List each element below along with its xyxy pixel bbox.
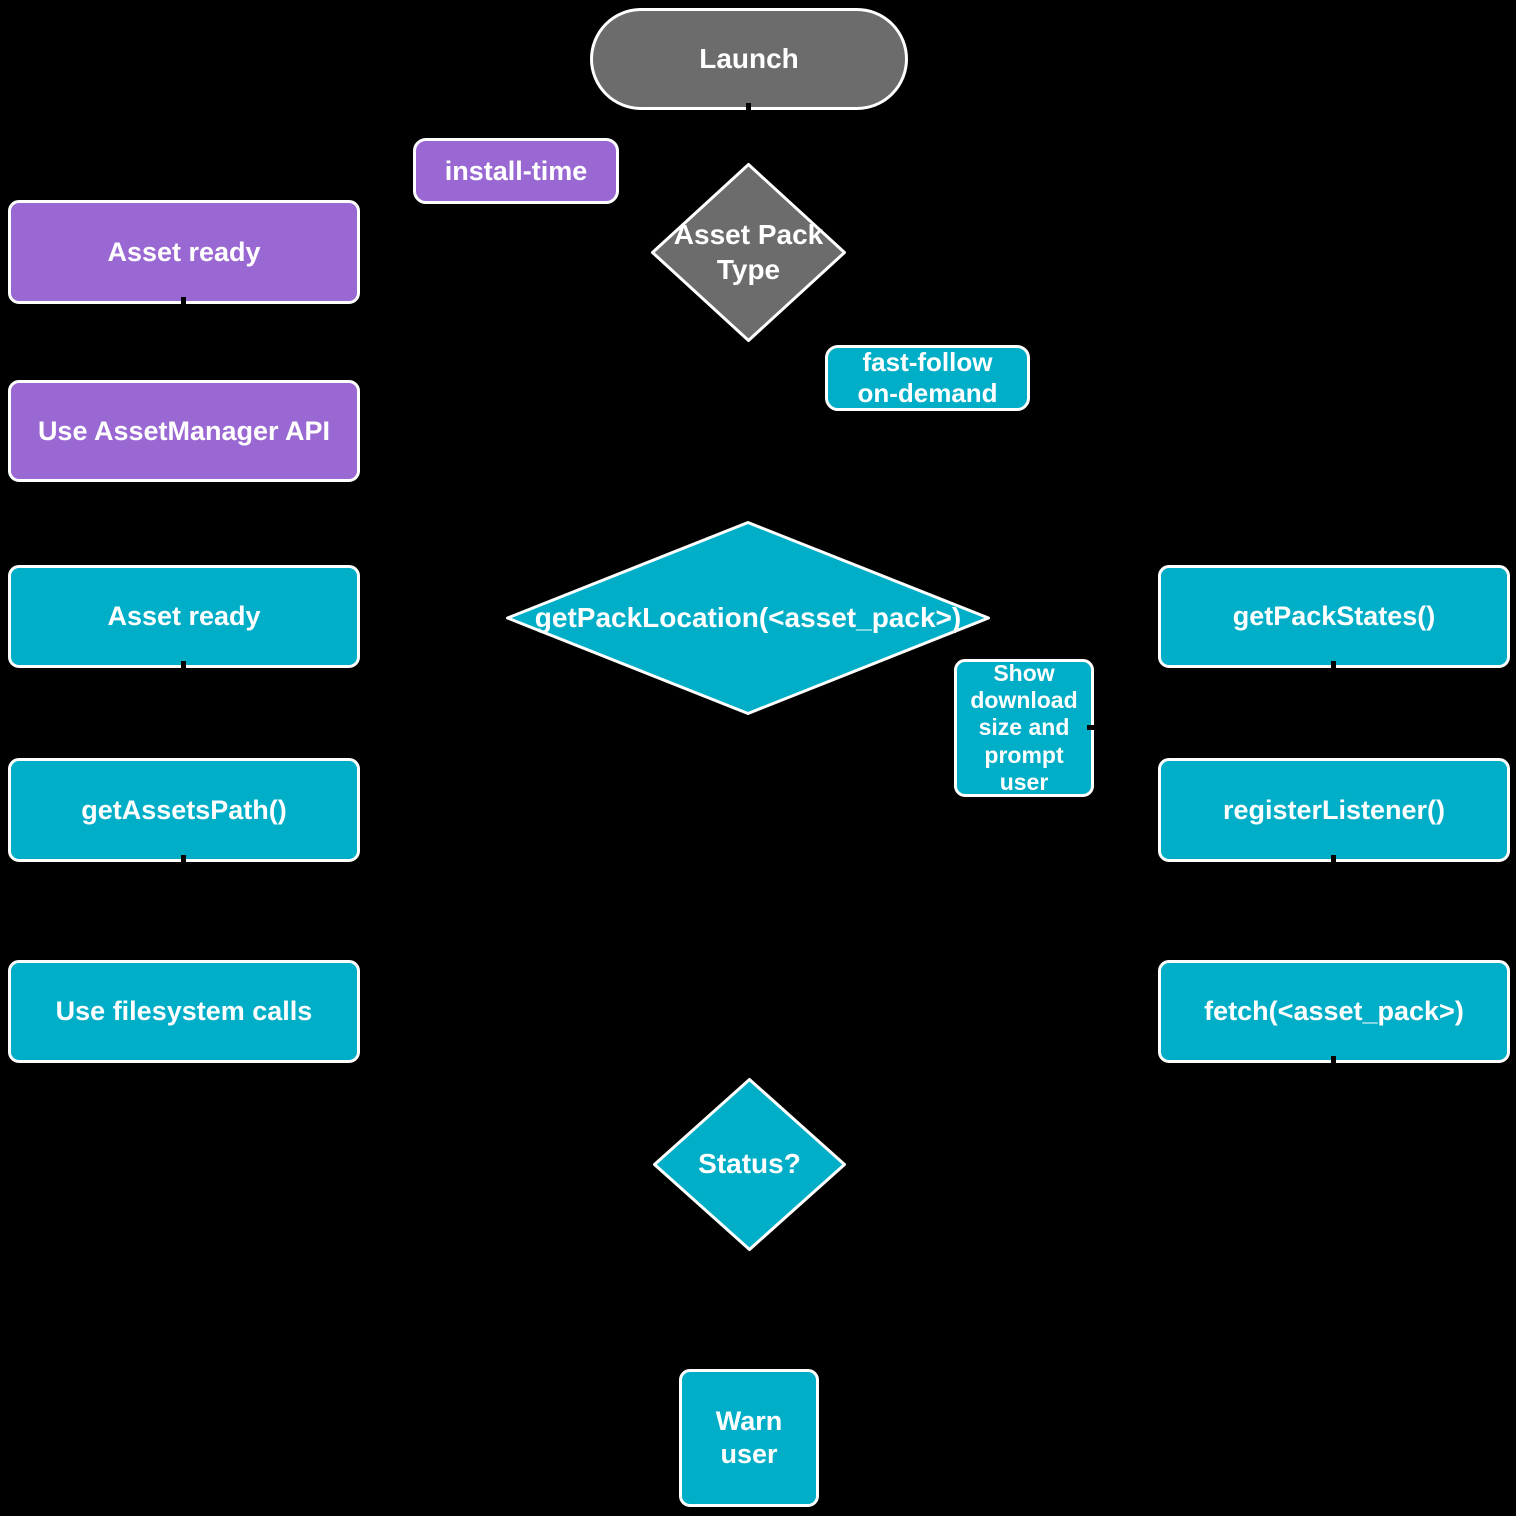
edge-label-install-time: install-time (413, 138, 619, 204)
node-use-filesystem-calls: Use filesystem calls (8, 960, 360, 1063)
connector-stub-asset-ready-purple (181, 297, 186, 311)
connector-stub-get-pack-states (1331, 661, 1336, 675)
node-asset-ready-downloaded: Asset ready (8, 565, 360, 668)
node-asset-ready-install-time-label: Asset ready (107, 236, 261, 267)
connector-stub-register-listener (1331, 855, 1336, 869)
node-fetch-asset-pack: fetch(<asset_pack>) (1158, 960, 1510, 1063)
connector-stub-asset-ready-teal (181, 661, 186, 675)
node-asset-pack-type-label-wrap: Asset Pack Type (650, 162, 847, 343)
node-warn-user-label: Warn user (715, 1406, 783, 1469)
node-get-assets-path-label: getAssetsPath() (81, 794, 287, 825)
node-get-assets-path: getAssetsPath() (8, 758, 360, 862)
node-status: Status? (652, 1077, 847, 1252)
get-pack-location-diamond-shape (506, 521, 990, 715)
node-launch: Launch (590, 8, 908, 110)
node-get-pack-states: getPackStates() (1158, 565, 1510, 668)
edge-label-fast-follow-on-demand-text: fast-follow on-demand (857, 346, 998, 408)
connector-stub-get-assets-path (181, 855, 186, 869)
node-asset-pack-type-label: Asset Pack Type (673, 219, 824, 285)
node-use-assetmanager-api: Use AssetManager API (8, 380, 360, 482)
node-status-label: Status? (698, 1148, 801, 1180)
node-register-listener-label: registerListener() (1222, 794, 1446, 825)
node-use-filesystem-calls-label: Use filesystem calls (55, 996, 313, 1027)
node-get-pack-location: getPackLocation(<asset_pack>) (505, 520, 991, 716)
connector-stub-show-download (1087, 725, 1101, 730)
node-asset-ready-downloaded-label: Asset ready (107, 601, 261, 632)
node-get-pack-states-label: getPackStates() (1232, 601, 1436, 632)
node-asset-ready-install-time: Asset ready (8, 200, 360, 304)
node-fetch-asset-pack-label: fetch(<asset_pack>) (1204, 996, 1464, 1027)
node-register-listener: registerListener() (1158, 758, 1510, 862)
node-show-download-size: Show download size and prompt user (954, 659, 1094, 797)
node-get-pack-location-label: getPackLocation(<asset_pack>) (534, 601, 962, 633)
node-status-label-wrap: Status? (652, 1077, 847, 1252)
node-use-assetmanager-api-label: Use AssetManager API (37, 415, 331, 446)
status-diamond-shape (653, 1078, 846, 1251)
edge-label-fast-follow-on-demand: fast-follow on-demand (825, 345, 1030, 411)
node-launch-label: Launch (699, 42, 799, 74)
connector-stub-fetch (1331, 1056, 1336, 1070)
asset-pack-type-diamond-shape (651, 163, 846, 342)
connector-stub-launch (746, 103, 751, 117)
node-get-pack-location-label-wrap: getPackLocation(<asset_pack>) (505, 520, 991, 716)
node-show-download-size-label: Show download size and prompt user (970, 660, 1078, 795)
edge-label-install-time-text: install-time (444, 155, 588, 186)
node-asset-pack-type: Asset Pack Type (650, 162, 847, 343)
node-warn-user: Warn user (679, 1369, 819, 1507)
